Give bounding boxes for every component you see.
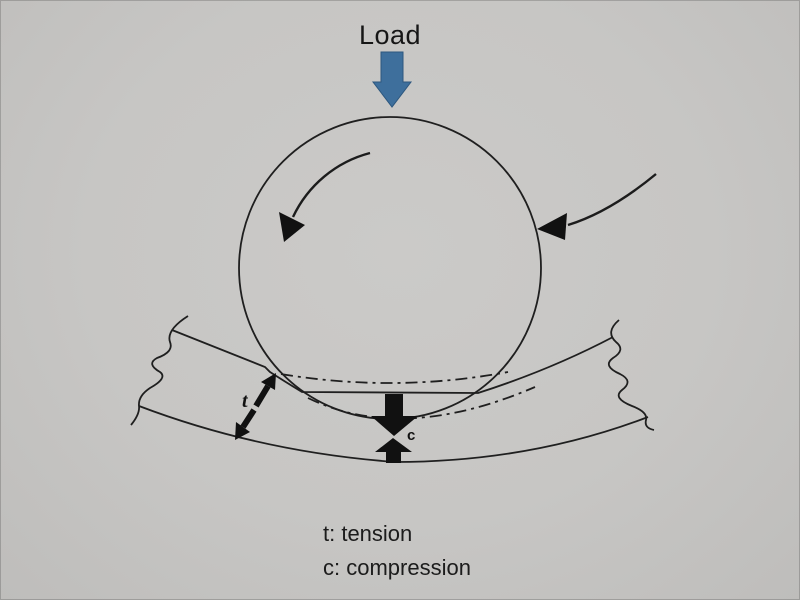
- legend-tension: t: tension: [323, 521, 412, 546]
- tension-arrowhead-up-icon: [261, 373, 276, 390]
- rail-break-right: [607, 319, 655, 431]
- compression-symbol-label: c: [407, 427, 415, 444]
- tension-arrowhead-down-icon: [235, 422, 250, 440]
- load-arrow-down-icon: [371, 51, 413, 108]
- tension-symbol-label: t: [242, 390, 249, 412]
- rail-break-left: [130, 315, 189, 426]
- compression-up-arrow-icon: [375, 438, 412, 463]
- rail-top-edge: [171, 329, 614, 394]
- tension-arrow-lower-shaft: [240, 408, 257, 429]
- legend-compression: c: compression: [323, 555, 471, 580]
- tension-arrow-upper-shaft: [253, 384, 271, 408]
- rotation-arrow-arc: [291, 151, 371, 218]
- load-label: Load: [359, 20, 421, 50]
- neutral-axis-upper: [280, 371, 509, 384]
- approach-arrowhead-icon: [537, 213, 567, 240]
- rotation-arrowhead-icon: [279, 212, 305, 242]
- approach-arrow-curve: [567, 173, 657, 227]
- compression-down-arrow-icon: [371, 394, 418, 436]
